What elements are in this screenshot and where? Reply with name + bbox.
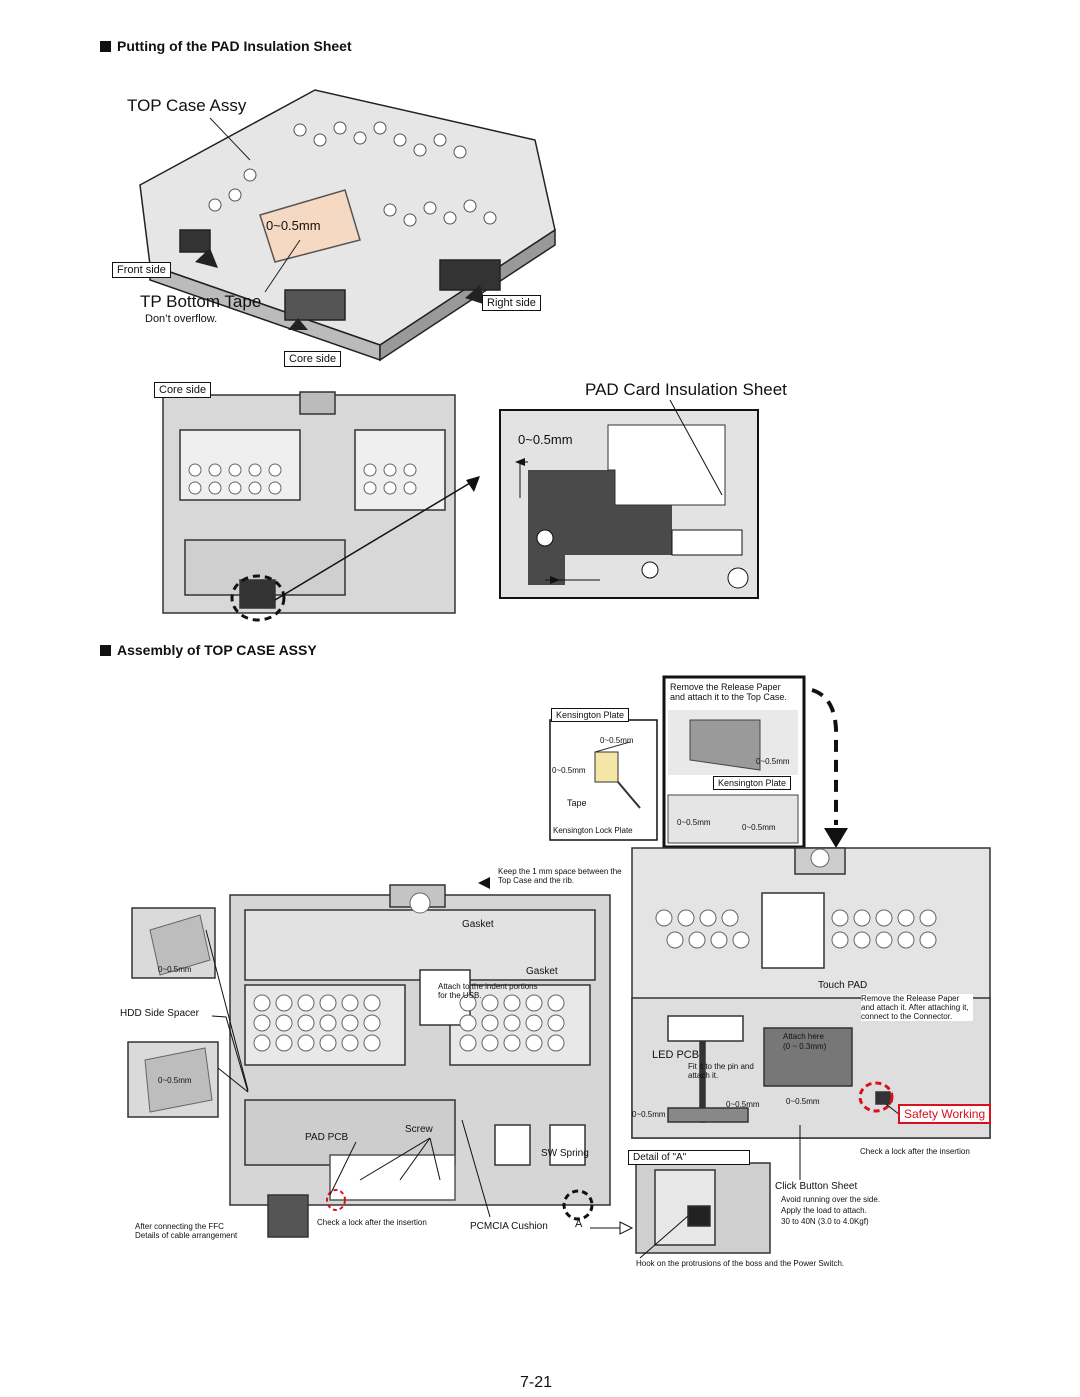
tape-label: Tape [567,798,587,808]
front-side-label: Front side [112,262,171,278]
core-side-label-1: Core side [284,351,342,367]
gap-label-g: 0~0.5mm [786,1097,820,1106]
pcmcia-cushion-label: PCMCIA Cushion [470,1221,548,1232]
section1-title: Putting of the PAD Insulation Sheet [117,38,352,54]
hdd-spacer-gap-2: 0~0.5mm [158,1076,192,1085]
hdd-side-spacer-label: HDD Side Spacer [120,1008,199,1019]
gap-label-d: 0~0.5mm [677,818,711,827]
gasket-label-1: Gasket [462,919,494,930]
check-lock-note-1: Check a lock after the insertion [317,1218,427,1227]
load-value-note: 30 to 40N (3.0 to 4.0Kgf) [781,1217,869,1226]
kensington-plate-label-2: Kensington Plate [713,776,792,790]
gap-label-h: 0~0.5mm [632,1110,666,1119]
gap-label-detail: 0~0.5mm [518,432,573,447]
details-cable-note: Details of cable arrangement [135,1231,238,1240]
dont-overflow-note: Don’t overflow. [145,313,218,325]
avoid-running-note: Avoid running over the side. [781,1195,881,1204]
pad-pcb-label: PAD PCB [305,1132,349,1143]
apply-load-note: Apply the load to attach. [781,1206,867,1215]
top-case-panel-left [229,884,611,1206]
gap-label-f: 0~0.5mm [726,1100,760,1109]
remove-release-note-2: Remove the Release Paper and attach it. … [861,994,973,1021]
section1-heading: Putting of the PAD Insulation Sheet [100,38,352,54]
attach-indent-note: Attach to the indent portions for the US… [438,982,538,1000]
touch-pad-label: Touch PAD [818,980,868,991]
pad-card-sheet-label: PAD Card Insulation Sheet [585,380,787,399]
keep-space-note: Keep the 1 mm space between the Top Case… [498,867,622,885]
pad-card-detail [499,409,759,599]
led-pcb-label: LED PCB [652,1049,700,1061]
after-ffc-note: After connecting the FFC [135,1222,224,1231]
detail-a-label: Detail of "A" [628,1150,750,1165]
section2-title: Assembly of TOP CASE ASSY [117,642,317,658]
hdd-spacer-gap-1: 0~0.5mm [158,965,192,974]
core-side-board-1 [162,391,456,614]
safety-working-badge: Safety Working [898,1104,992,1124]
attach-range-label: (0 ~ 0.3mm) [783,1042,827,1051]
bullet-square-icon [100,40,111,52]
click-button-sheet-label: Click Button Sheet [775,1181,858,1192]
sw-spring-label: SW Spring [541,1148,589,1159]
bullet-square-icon [100,644,111,656]
check-lock-note-2: Check a lock after the insertion [860,1147,970,1156]
screw-label: Screw [405,1124,433,1135]
detail-a-marker: A [575,1218,583,1230]
gap-label-b: 0~0.5mm [552,766,586,775]
section2-heading: Assembly of TOP CASE ASSY [100,642,317,658]
fit-pin-note: Fit it to the pin and attach it. [688,1062,754,1080]
attach-here-label: Attach here [783,1032,824,1041]
page-number: 7-21 [520,1374,553,1391]
top-case-panel-right [631,847,991,1139]
kensington-plate-label-1: Kensington Plate [551,708,630,722]
hook-protrusions-note: Hook on the protrusions of the boss and … [636,1259,845,1268]
hdd-spacer-photos [127,907,309,1238]
remove-release-paper-note: Remove the Release Paper and attach it t… [670,682,787,702]
detail-a-photo [635,1162,771,1254]
kensington-lock-plate-label: Kensington Lock Plate [553,826,633,835]
gap-label-e: 0~0.5mm [742,823,776,832]
top-case-label: TOP Case Assy [127,96,247,115]
right-side-label: Right side [482,295,541,311]
gasket-label-2: Gasket [526,966,558,977]
kensington-detail [549,675,806,849]
gap-label-c: 0~0.5mm [756,757,790,766]
core-side-label-2: Core side [154,382,212,398]
gap-label-top: 0~0.5mm [266,218,321,233]
gap-label-a: 0~0.5mm [600,736,634,745]
tp-bottom-tape-label: TP Bottom Tape [140,292,262,311]
